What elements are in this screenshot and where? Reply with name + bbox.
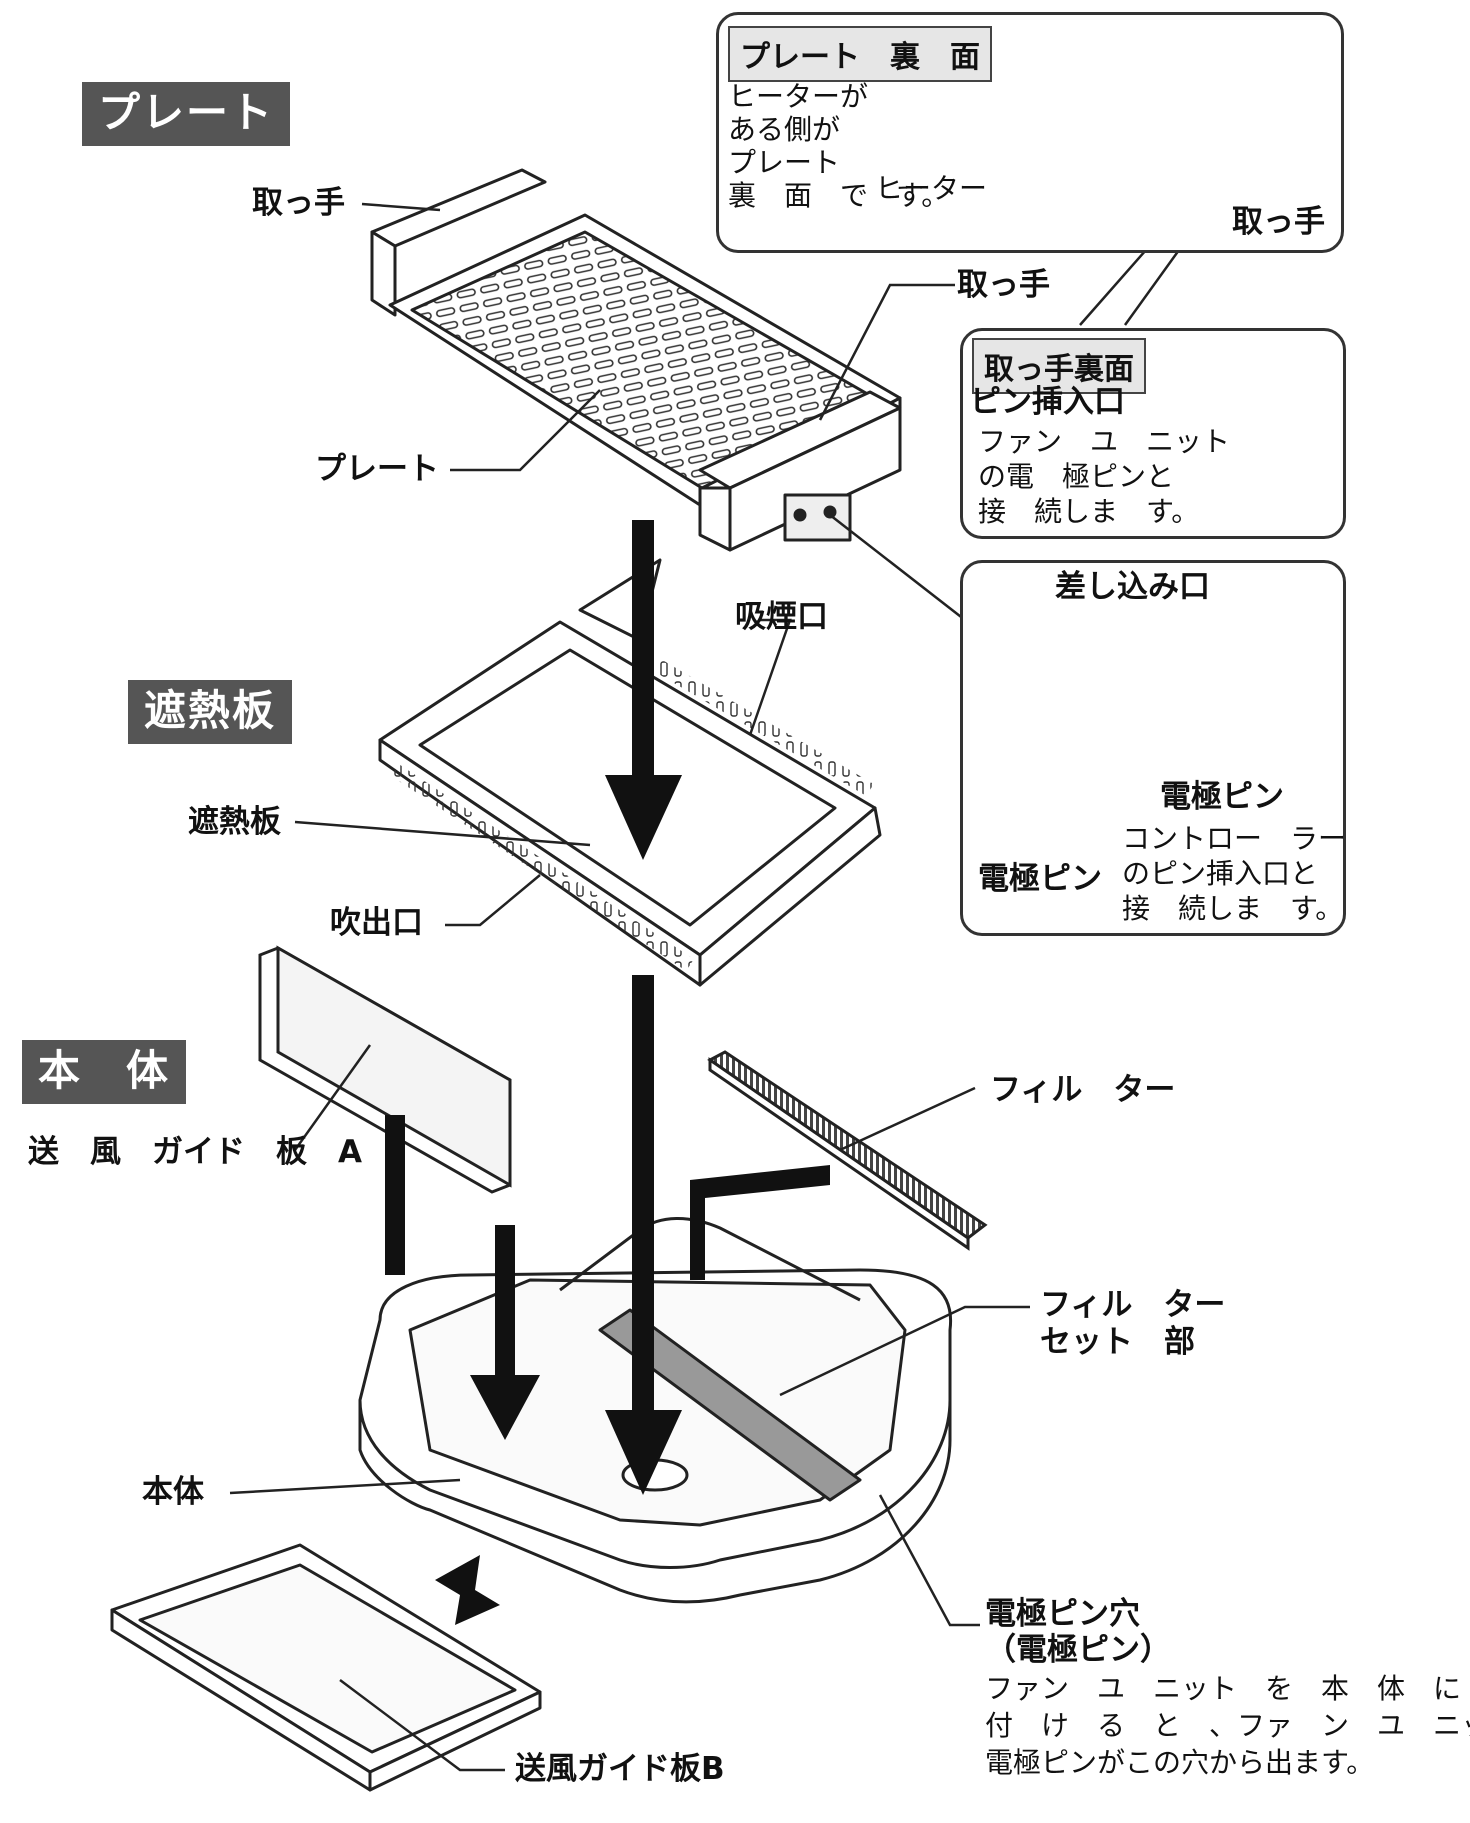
label-smoke-intake: 吸煙口: [735, 599, 828, 635]
section-heat-shield: 遮熱板: [128, 680, 293, 744]
label-filter-set-2: セット 部: [1040, 1324, 1195, 1360]
note-electrode-hole-3: 電極ピンがこの穴から出ます。: [985, 1746, 1375, 1779]
callout-plate-back-title: プレート 裏 面: [728, 26, 992, 82]
label-electrode-hole-1: 電極ピン穴: [985, 1596, 1140, 1632]
callout-plate-back-text-3: プレート: [728, 146, 841, 179]
callout-electrode-right: 電極ピン: [1160, 779, 1284, 815]
callout-handle-label: 取っ手: [1232, 204, 1325, 240]
callout-handle-text-2: の電 極ピンと: [978, 460, 1175, 493]
callout-socket-text-1: コントロー ラー: [1122, 822, 1347, 855]
callout-handle-text-1: ファン ユ ニット: [978, 425, 1231, 458]
note-electrode-hole-1: ファン ユ ニット を 本 体 に: [985, 1672, 1462, 1705]
callout-socket-text-3: 接 続しま す。: [1122, 892, 1344, 925]
callout-heater-label: ヒーター: [875, 172, 988, 205]
note-electrode-hole-2: 付 け る と 、ファ ン ユ ニッ: [985, 1709, 1470, 1742]
callout-electrode-left: 電極ピン: [978, 861, 1102, 897]
label-main-body: 本体: [142, 1474, 204, 1510]
guide-plate-a-illustration: [258, 945, 512, 1194]
assembly-arrows: [385, 520, 830, 1625]
callout-pin-inlet-heading: ピン挿入口: [970, 384, 1125, 420]
label-outlet: 吹出口: [330, 905, 423, 941]
guide-plate-b-illustration: [110, 1543, 542, 1792]
label-handle-top: 取っ手: [252, 185, 345, 221]
label-plate: プレート: [315, 451, 439, 487]
callout-handle-back-title: 取っ手裏面: [972, 338, 1146, 394]
filter-illustration: [707, 1050, 988, 1251]
plate-illustration: [370, 168, 902, 552]
label-filter: フィル ター: [990, 1072, 1176, 1108]
callout-handle-text-3: 接 続しま す。: [978, 495, 1200, 528]
label-handle-right: 取っ手: [957, 267, 1050, 303]
callout-plate-back-text-1: ヒーターが: [728, 80, 869, 113]
label-heat-shield: 遮熱板: [188, 804, 281, 840]
label-guide-a: 送 風 ガイド 板 A: [28, 1134, 362, 1170]
callout-plate-back-text-2: ある側が: [728, 113, 841, 146]
callout-socket-text-2: のピン挿入口と: [1122, 857, 1319, 890]
label-guide-b: 送風ガイド板B: [515, 1751, 725, 1787]
callout-socket: [960, 560, 1346, 936]
section-body: 本 体: [22, 1040, 187, 1104]
label-electrode-hole-2: （電極ピン）: [985, 1632, 1171, 1668]
callout-socket-heading: 差し込み口: [1055, 569, 1210, 605]
callout-plate-back-text-4: 裏 面 で す。: [728, 179, 950, 212]
label-filter-set-1: フィル ター: [1040, 1287, 1226, 1323]
section-plate: プレート: [82, 82, 291, 146]
